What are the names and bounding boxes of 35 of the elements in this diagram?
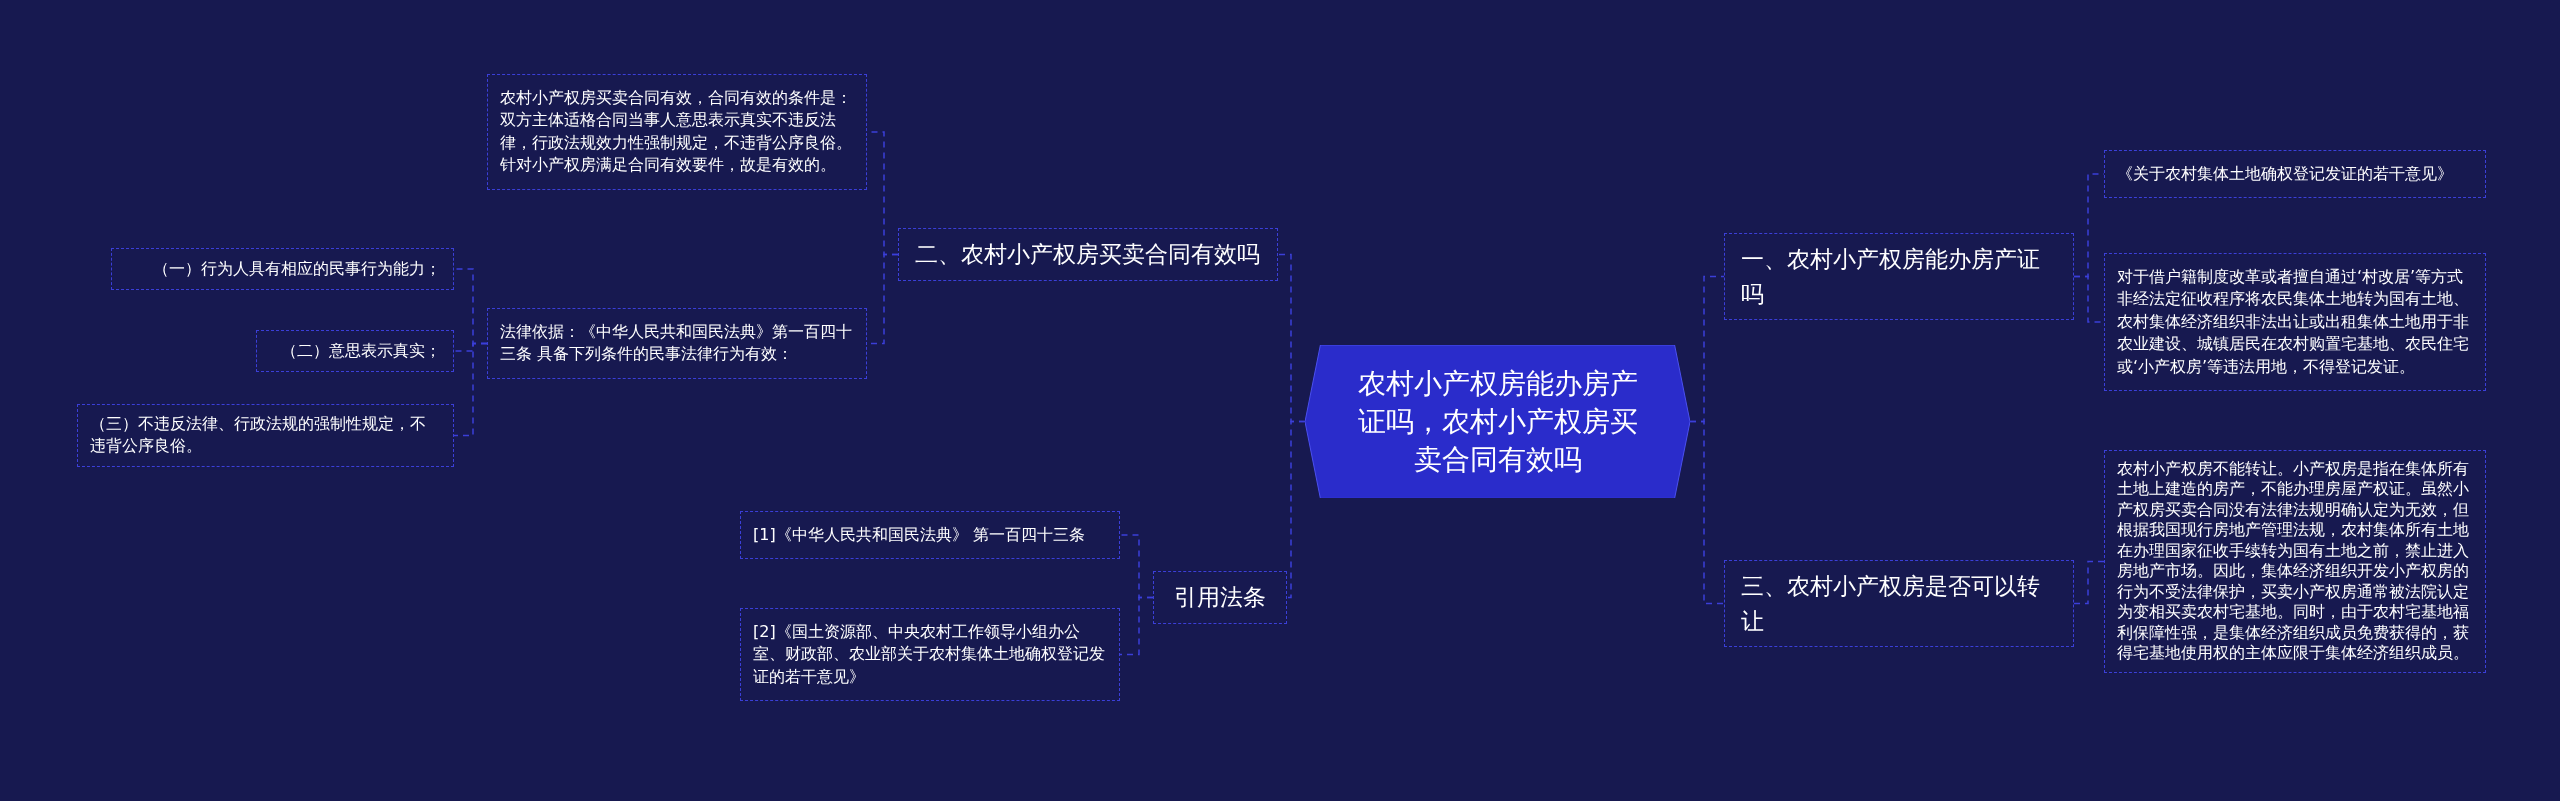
topic-text: 农村小产权房买卖合同有效，合同有效的条件是：双方主体适格合同当事人意思表示真实不违反法律，行政法规效力性强制规定，不违背公序良俗。针对小产权房满足合同有效要件，故是有效的。 [500,87,853,177]
topic-text: 二、农村小产权房买卖合同有效吗 [915,240,1261,269]
topic-box [2104,253,2486,391]
topic-text: [2]《国土资源部、中央农村工作领导小组办公室、财政部、农业部关于农村集体土地确权登记发证的若干意见》 [753,621,1106,688]
topic-text: （三）不违反法律、行政法规的强制性规定，不违背公序良俗。 [90,413,427,458]
topic-box [256,330,454,372]
topic-box [77,404,454,467]
topic-box [898,228,1278,281]
connector-line [1119,596,1154,656]
topic-box [740,511,1120,560]
topic-box [2104,450,2486,673]
topic-text: 对于借户籍制度改革或者擅自通过‘村改居’等方式非经法定征收程序将农民集体土地转为国有土地、农村集体经济组织非法出让或出租集体土地用于非农业建设、城镇居民在农村购置宅基地、农民住宅或‘小产权房’等违法用地，不得登记发证。 [2117,266,2470,378]
connector-line [1286,420,1306,599]
topic-text: 《关于农村集体土地确权登记发证的若干意见》 [2117,163,2454,185]
topic-box [1724,233,2074,320]
topic-box [2104,150,2486,199]
topic-box [740,608,1120,702]
connector-line [453,342,488,437]
topic-text: [1]《中华人民共和国民法典》 第一百四十三条 [753,524,1086,546]
topic-text: （一）行为人具有相应的民事行为能力； [152,258,441,280]
topic-text: 一、农村小产权房能办房产证吗 [1741,245,2041,309]
topic-text: 农村小产权房不能转让。小产权房是指在集体所有土地上建造的房产，不能办理房屋产权证。虽然小产权房买卖合同没有法律法规明确认定为无效，但根据我国现行房地产管理法规，农村集体所有土地在办理国家征收手续转为国有土地之前，禁止进入房地产市场。因此，集体经济组织开发小产权房的行为不受法律保护，买卖小产权房通常被法院认定为变相买卖农村宅基地。同时，由于农村宅基地福利保障性强，是集体经济组织成员免费获得的，获得宅基地使用权的主体应限于集体经济组织成员。 [2117,459,2470,664]
connector-line [2073,560,2105,605]
topic-text: （二）意思表示真实； [280,340,441,362]
topic-box [487,308,867,379]
topic-text: 农村小产权房能办房产证吗，农村小产权房买卖合同有效吗 [1356,366,1639,478]
topic-box [1724,560,2074,647]
topic-box [111,248,454,290]
central-topic-hexagon [1305,345,1690,499]
topic-text: 引用法条 [1173,583,1267,612]
topic-text: 三、农村小产权房是否可以转让 [1741,572,2041,636]
connector-line [1689,420,1725,605]
topic-box [1153,571,1287,624]
topic-box [487,74,867,190]
topic-text: 法律依据：《中华人民共和国民法典》第一百四十三条 具备下列条件的民事法律行为有效： [500,321,853,366]
